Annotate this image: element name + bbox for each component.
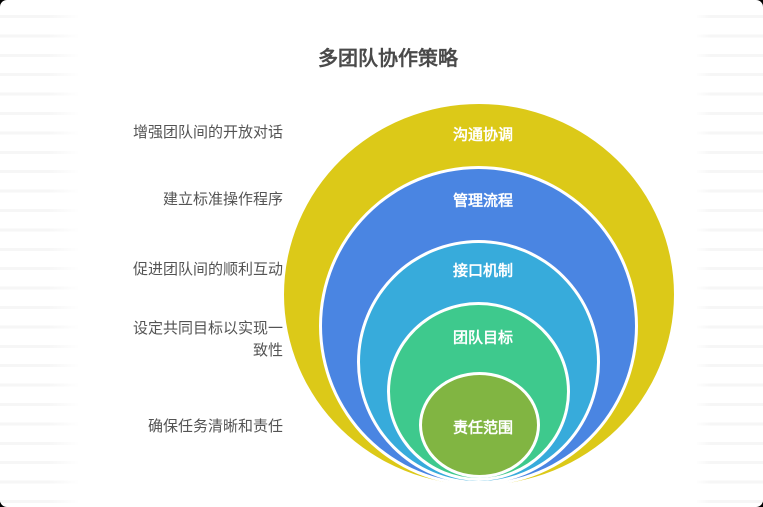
ring-description-goals-line2: 致性 [252, 342, 283, 359]
ring-label-interface: 接口机制 [452, 262, 514, 280]
ring-label-management: 管理流程 [452, 192, 514, 210]
stripe-fade-left [48, 0, 80, 507]
ring-description-goals: 设定共同目标以实现一 致性 [83, 318, 283, 362]
ring-description-communication: 增强团队间的开放对话 [132, 124, 283, 141]
page-title: 多团队协作策略 [318, 48, 458, 70]
ring-description-management: 建立标准操作程序 [162, 191, 283, 208]
ring-label-communication: 沟通协调 [452, 126, 514, 144]
ring-description-interface: 促进团队间的顺利互动 [132, 261, 283, 278]
ring-description-responsibility: 确保任务清晰和责任 [147, 418, 283, 435]
ring-label-responsibility: 责任范围 [452, 419, 514, 437]
ring-responsibility[interactable] [419, 372, 540, 478]
ring-label-goals: 团队目标 [452, 329, 514, 347]
stripe-fade-right [695, 0, 711, 507]
ring-description-goals-line1: 设定共同目标以实现一 [132, 320, 283, 337]
